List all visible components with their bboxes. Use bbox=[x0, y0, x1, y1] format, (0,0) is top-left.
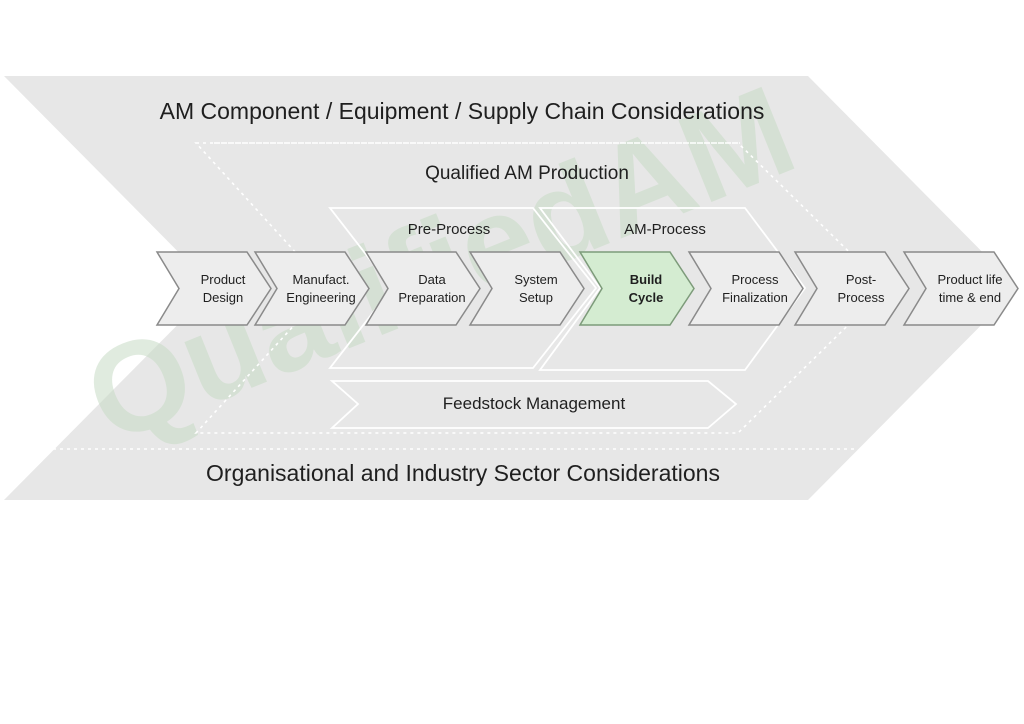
step-chevron-8 bbox=[902, 251, 1019, 326]
step-5-label-line-1: Build bbox=[630, 272, 663, 287]
step-6-label-line-1: Process bbox=[732, 272, 779, 287]
step-4-label-line-1: System bbox=[514, 272, 557, 287]
step-2-label-line-1: Manufact. bbox=[292, 272, 349, 287]
step-1-label-line-2: Design bbox=[203, 290, 243, 305]
step-chevron-4 bbox=[468, 251, 585, 326]
step-4-label-line-2: Setup bbox=[519, 290, 553, 305]
step-chevron-1 bbox=[155, 251, 272, 326]
step-chevron-2 bbox=[253, 251, 370, 326]
feedstock-arrow bbox=[329, 380, 738, 429]
pre-process-label: Pre-Process bbox=[408, 221, 491, 238]
step-7-label-line-1: Post- bbox=[846, 272, 876, 287]
outer-title: AM Component / Equipment / Supply Chain … bbox=[160, 98, 765, 124]
step-8-label-line-2: time & end bbox=[939, 290, 1001, 305]
inner-title: Qualified AM Production bbox=[425, 163, 629, 184]
step-1-label-line-1: Product bbox=[201, 272, 246, 287]
step-chevron-7 bbox=[793, 251, 910, 326]
step-2-label-line-2: Engineering bbox=[286, 290, 355, 305]
feedstock-label: Feedstock Management bbox=[443, 394, 626, 413]
step-6-label-line-2: Finalization bbox=[722, 290, 788, 305]
step-3-label-line-1: Data bbox=[418, 272, 446, 287]
step-3-label-line-2: Preparation bbox=[398, 290, 465, 305]
am-process-label: AM-Process bbox=[624, 221, 706, 238]
step-8-label-line-1: Product life bbox=[937, 272, 1002, 287]
step-chevron-3 bbox=[364, 251, 481, 326]
bottom-title: Organisational and Industry Sector Consi… bbox=[206, 460, 720, 486]
step-7-label-line-2: Process bbox=[838, 290, 885, 305]
am-process-frame bbox=[538, 207, 807, 371]
step-chevron-6 bbox=[687, 251, 804, 326]
step-chevron-5 bbox=[578, 251, 695, 326]
step-5-label-line-2: Cycle bbox=[629, 290, 664, 305]
